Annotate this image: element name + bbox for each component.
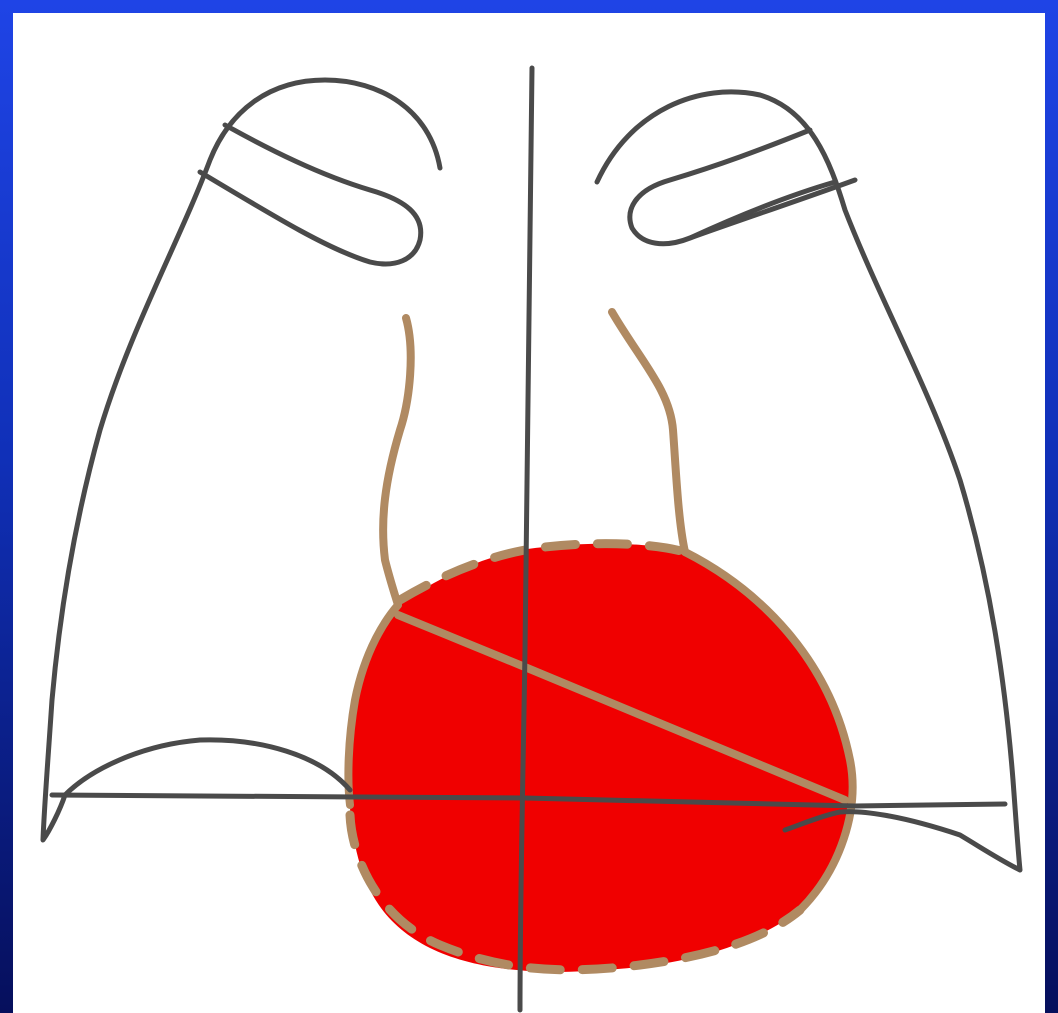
left-clavicle-loop	[200, 125, 421, 264]
left-mediastinal-contour	[383, 318, 411, 605]
right-mediastinal-contour	[612, 312, 685, 552]
heart-shadow	[349, 544, 853, 972]
left-diaphragm-dome	[65, 740, 350, 795]
